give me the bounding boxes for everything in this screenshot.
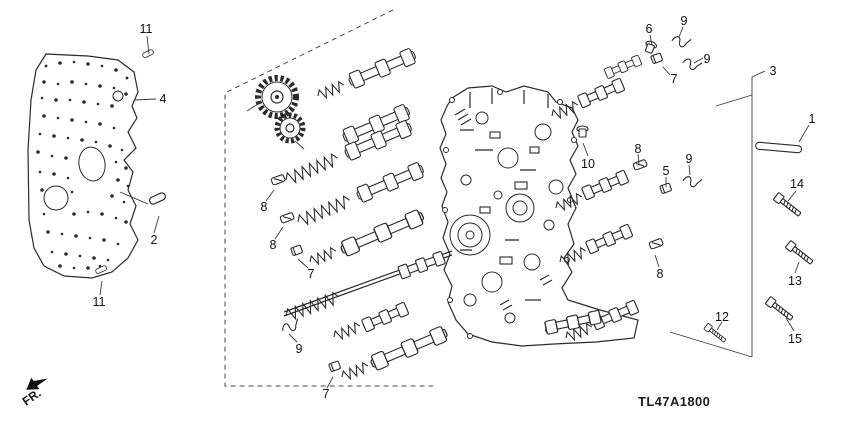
callout-13: 13 <box>788 273 802 288</box>
valve-body-drawing <box>439 85 639 347</box>
callout-11-a: 11 <box>139 21 153 36</box>
part-code: TL47A1800 <box>638 394 711 409</box>
callout-2: 2 <box>150 232 158 247</box>
callout-7-c: 7 <box>670 71 678 86</box>
fr-direction-arrow: FR. <box>20 377 48 409</box>
callout-7-a: 7 <box>307 266 315 281</box>
loose-parts-drawings <box>94 32 815 383</box>
fr-label: FR. <box>20 386 44 409</box>
plate-holes <box>36 60 130 270</box>
callout-8-c: 8 <box>634 141 642 156</box>
callout-14: 14 <box>790 176 804 191</box>
callout-12: 12 <box>715 309 729 324</box>
callout-10: 10 <box>581 156 595 171</box>
callout-8-a: 8 <box>260 199 268 214</box>
separator-plate-drawing <box>27 53 139 279</box>
callout-7-b: 7 <box>322 386 330 401</box>
callout-5: 5 <box>662 163 670 178</box>
callout-3: 3 <box>769 63 777 78</box>
callout-9-a: 9 <box>295 341 303 356</box>
callout-leader-lines <box>99 26 810 389</box>
gear-set-drawing <box>246 75 306 150</box>
callout-8-b: 8 <box>269 237 277 252</box>
callout-15: 15 <box>788 331 802 346</box>
callout-11-b: 11 <box>92 294 106 309</box>
callout-9-d: 9 <box>685 151 693 166</box>
callout-9-c: 9 <box>703 51 711 66</box>
callout-8-d: 8 <box>656 266 664 281</box>
callout-1: 1 <box>808 111 816 126</box>
assembly-bracket <box>669 70 766 358</box>
callout-4: 4 <box>159 91 167 106</box>
projection-dashed-box <box>224 9 433 387</box>
callout-6: 6 <box>645 21 653 36</box>
callout-9-b: 9 <box>680 13 688 28</box>
